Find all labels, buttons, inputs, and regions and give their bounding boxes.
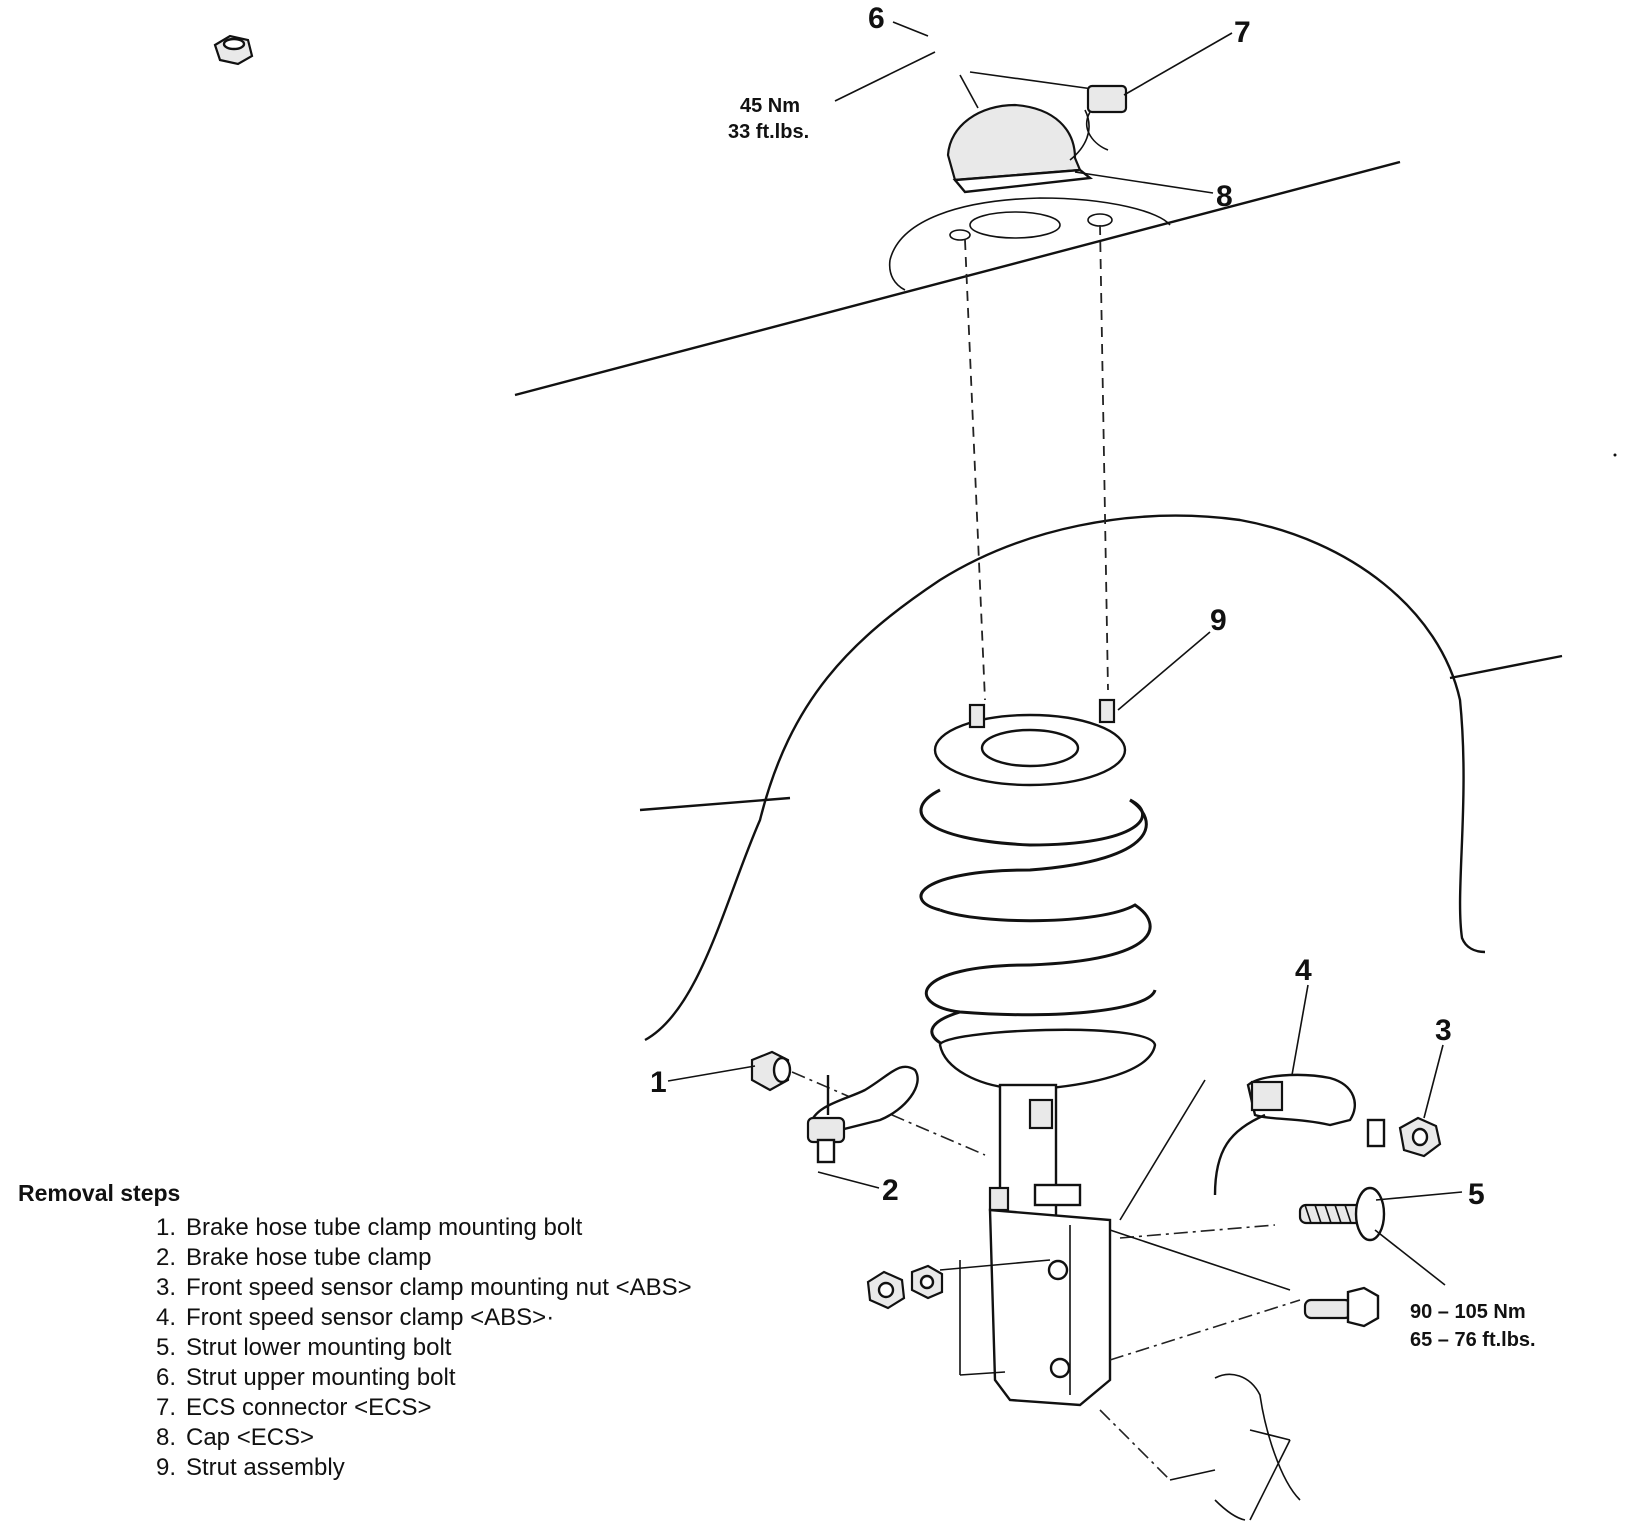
- ecs-cap: [946, 103, 1094, 194]
- step-text: Strut assembly: [186, 1454, 345, 1481]
- torque-upper-ftlbs: 33 ft.lbs.: [728, 121, 809, 143]
- body-outline: [514, 160, 1617, 1042]
- removal-step: 4. Front speed sensor clamp <ABS>·: [136, 1303, 778, 1333]
- strut-lower-bolt-second: [1303, 1286, 1380, 1328]
- callout-5: 5: [1468, 1178, 1485, 1211]
- strut-lower-nuts: [866, 1264, 944, 1310]
- removal-step: 6. Strut upper mounting bolt: [136, 1363, 778, 1393]
- callout-6: 6: [868, 2, 885, 35]
- callout-9: 9: [1210, 604, 1227, 637]
- callout-3: 3: [1435, 1014, 1452, 1047]
- step-text: ECS connector <ECS>: [186, 1394, 432, 1421]
- step-text: Cap <ECS>: [186, 1424, 315, 1451]
- step-text: Strut upper mounting bolt: [186, 1364, 456, 1391]
- front-speed-sensor-clamp: [1213, 1073, 1386, 1196]
- removal-steps-heading: Removal steps: [18, 1180, 181, 1206]
- callout-1: 1: [650, 1066, 667, 1099]
- strut-upper-mounting-bolt: [213, 34, 254, 66]
- removal-step: 9. Strut assembly: [136, 1453, 778, 1483]
- ecs-connector: [1085, 84, 1128, 151]
- step-number: 4.: [155, 1304, 176, 1331]
- step-number: 1.: [155, 1214, 176, 1241]
- torque-lower-nm: 90 – 105 Nm: [1410, 1301, 1526, 1323]
- step-text: Brake hose tube clamp mounting bolt: [186, 1214, 583, 1241]
- removal-step: 2. Brake hose tube clamp: [136, 1243, 778, 1273]
- removal-steps-list: 1. Brake hose tube clamp mounting bolt 2.…: [18, 1213, 778, 1483]
- brake-hose-tube-clamp: [806, 1065, 919, 1164]
- step-number: 6.: [155, 1364, 176, 1391]
- removal-steps: Removal steps 1. Brake hose tube clamp mo…: [18, 1180, 778, 1483]
- removal-step: 5. Strut lower mounting bolt: [136, 1333, 778, 1363]
- strut-lower-mounting-bolt: [1298, 1186, 1386, 1242]
- strut-assembly: [919, 698, 1157, 1407]
- removal-step: 1. Brake hose tube clamp mounting bolt: [136, 1213, 778, 1243]
- callout-8: 8: [1216, 180, 1233, 213]
- step-text: Strut lower mounting bolt: [186, 1334, 452, 1361]
- torque-upper-nm: 45 Nm: [740, 95, 800, 117]
- step-text: Front speed sensor clamp <ABS>·: [186, 1304, 555, 1331]
- step-number: 2.: [155, 1244, 176, 1271]
- step-number: 8.: [155, 1424, 176, 1451]
- step-number: 3.: [155, 1274, 176, 1301]
- leader-lines: [667, 21, 1463, 1286]
- step-number: 5.: [155, 1334, 176, 1361]
- removal-step: 7. ECS connector <ECS>: [136, 1393, 778, 1423]
- alignment-lines: [959, 71, 1109, 701]
- step-number: 7.: [155, 1394, 176, 1421]
- step-text: Brake hose tube clamp: [186, 1244, 432, 1271]
- step-number: 9.: [155, 1454, 176, 1481]
- callout-2: 2: [882, 1174, 899, 1207]
- callout-4: 4: [1295, 954, 1312, 987]
- step-text: Front speed sensor clamp mounting nut <A…: [186, 1274, 692, 1301]
- torque-lower-ftlbs: 65 – 76 ft.lbs.: [1410, 1329, 1536, 1351]
- knuckle-outline: [939, 1079, 1301, 1521]
- removal-step: 3. Front speed sensor clamp mounting nut …: [136, 1273, 778, 1303]
- brake-hose-tube-clamp-mounting-bolt: [750, 1050, 986, 1156]
- front-speed-sensor-clamp-mounting-nut: [1398, 1116, 1442, 1158]
- strut-tower-holes: [949, 211, 1113, 241]
- callout-7: 7: [1234, 16, 1251, 49]
- removal-step: 8. Cap <ECS>: [136, 1423, 778, 1453]
